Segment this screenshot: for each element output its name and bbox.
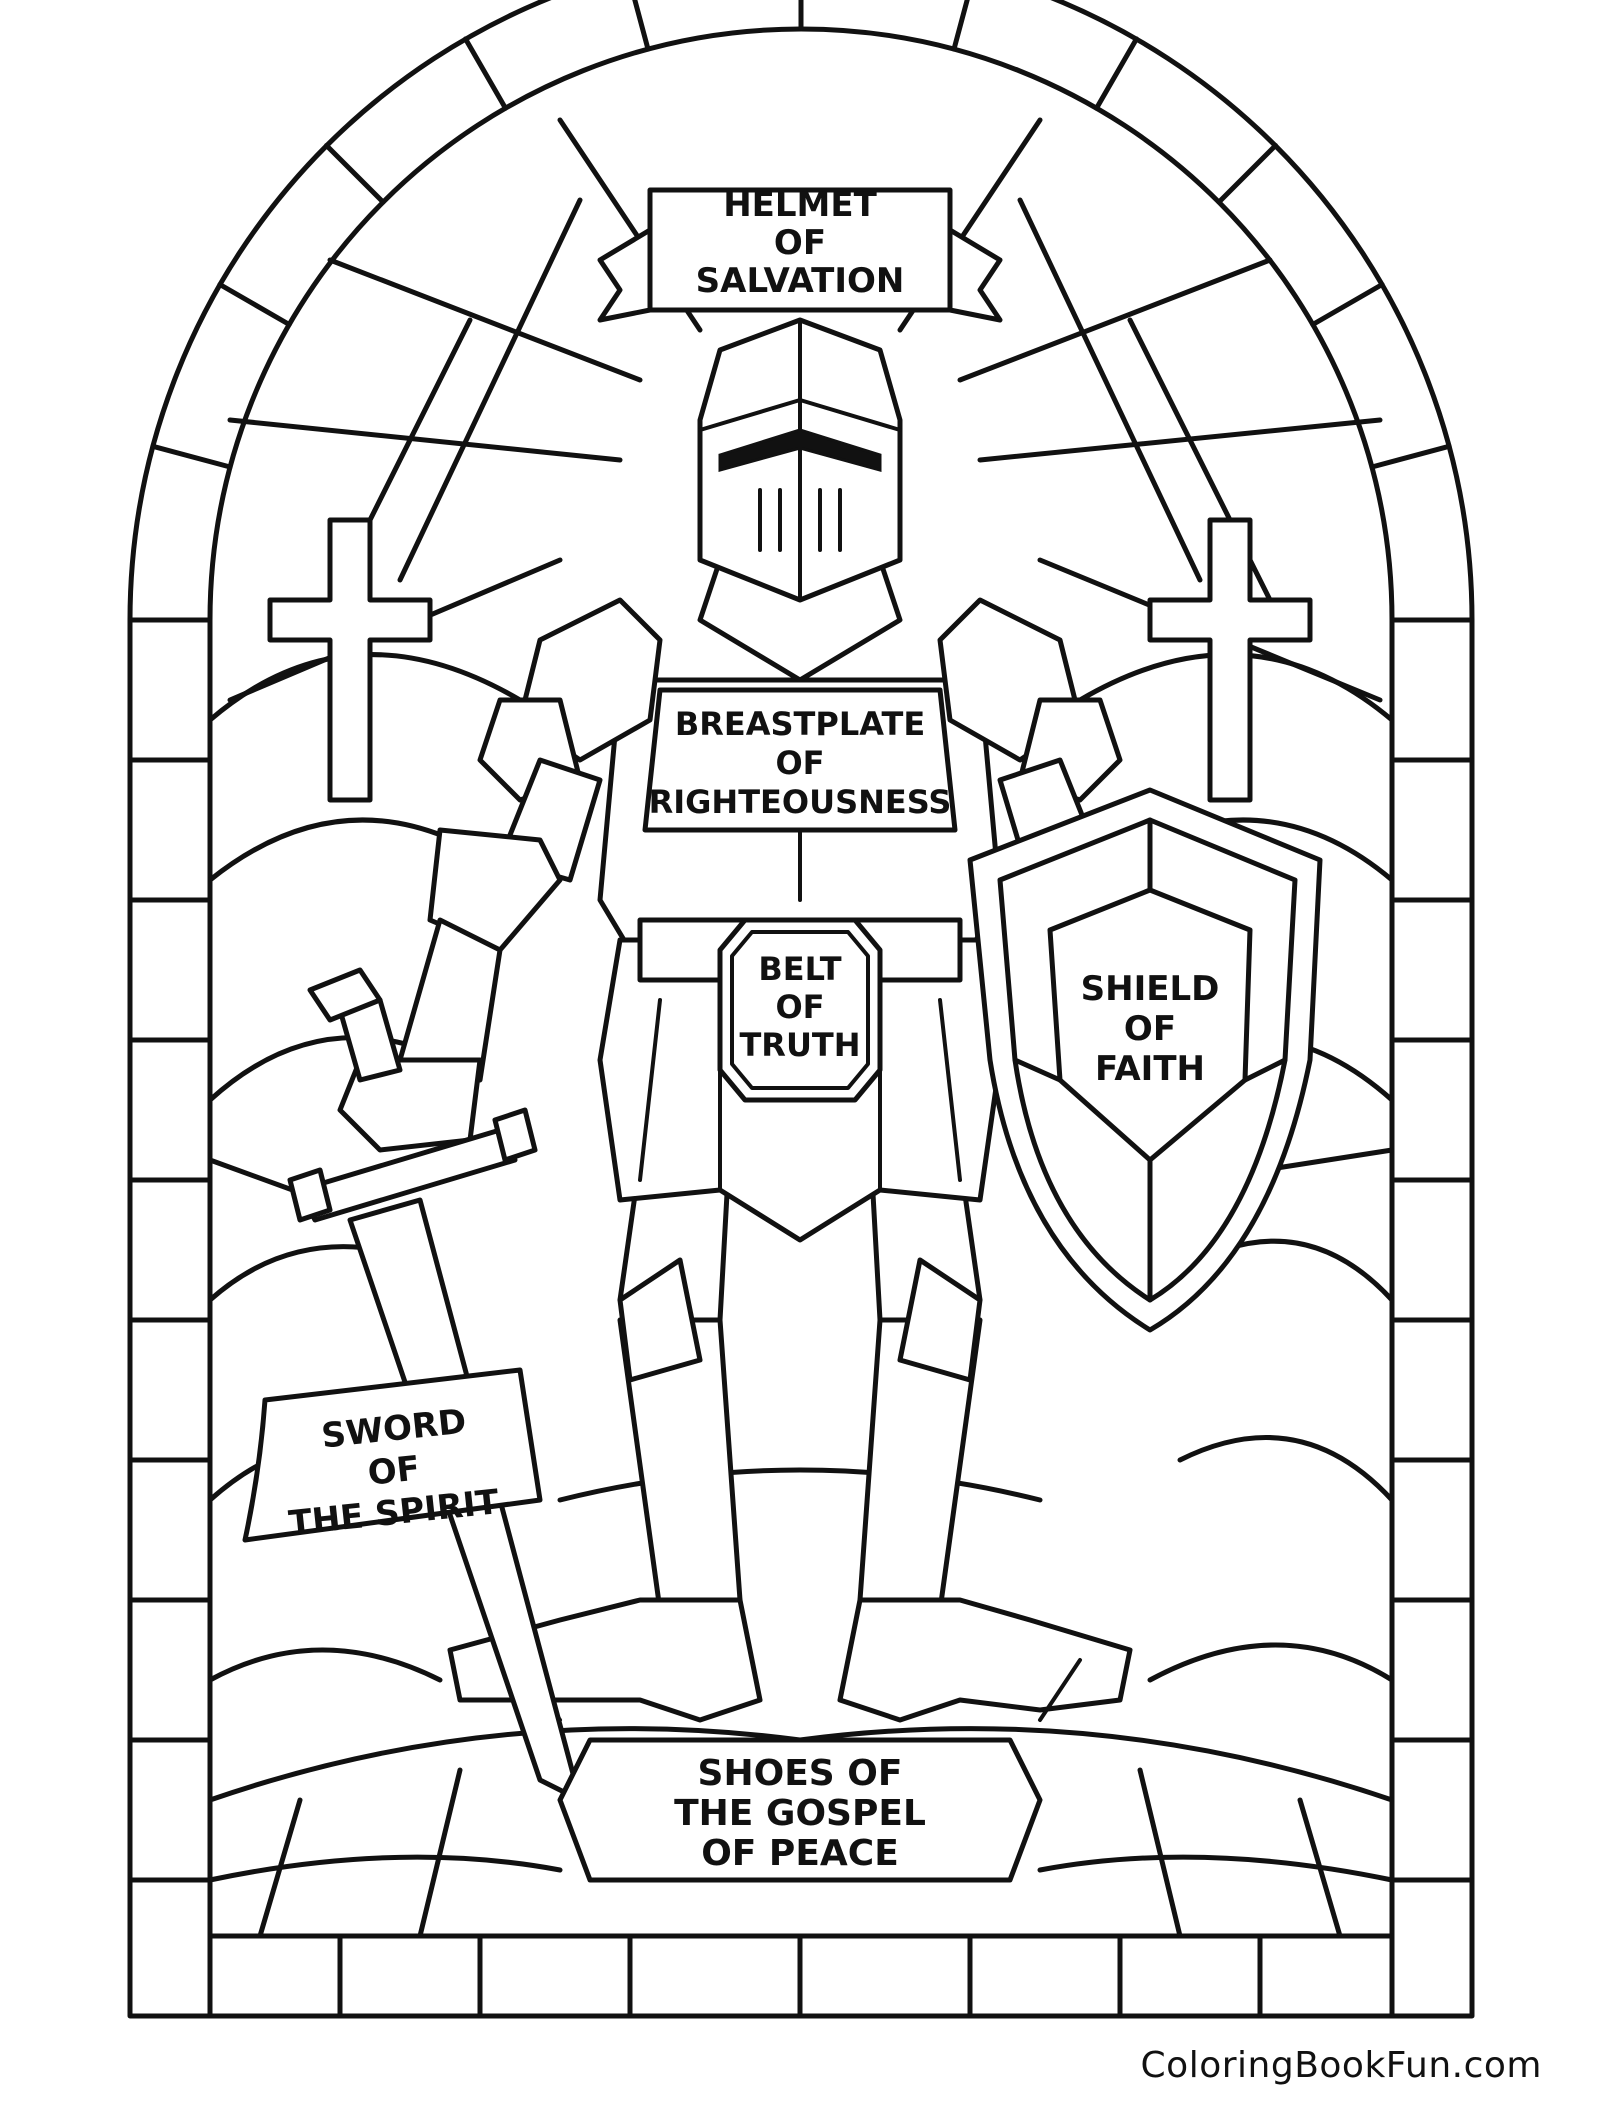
shield-label: SHIELD OF FAITH	[1081, 969, 1220, 1089]
breastplate-label-line3: RIGHTEOUSNESS	[649, 783, 952, 821]
belt-label-buckle: BELT OF TRUTH	[717, 917, 883, 1103]
belt-label-line3: TRUTH	[739, 1026, 860, 1064]
helmet-label-banner: HELMET OF SALVATION	[597, 185, 1003, 323]
breastplate-label-line2: OF	[775, 744, 824, 782]
sword-label-banner: SWORD OF THE SPIRIT	[242, 1367, 543, 1544]
shoes-label-line2: THE GOSPEL	[674, 1793, 926, 1834]
shield-icon	[967, 787, 1323, 1333]
belt-label-line1: BELT	[758, 950, 841, 988]
helmet-label-line3: SALVATION	[696, 261, 905, 301]
shoes-label-line1: SHOES OF	[698, 1753, 903, 1794]
cross-icon-right	[1147, 517, 1313, 803]
cross-icon-left	[267, 517, 433, 803]
belt-label-line2: OF	[775, 988, 824, 1026]
shield-label-line3: FAITH	[1095, 1049, 1205, 1089]
breastplate-label-line1: BREASTPLATE	[675, 705, 925, 743]
helmet-label-line2: OF	[774, 223, 826, 263]
helmet-label-line1: HELMET	[723, 185, 877, 225]
shield-label-line2: OF	[1124, 1009, 1176, 1049]
shield-label-line1: SHIELD	[1081, 969, 1220, 1009]
site-watermark: ColoringBookFun.com	[1140, 2045, 1542, 2086]
window-frame	[127, 0, 1475, 2019]
shoes-label-banner: SHOES OF THE GOSPEL OF PEACE	[557, 1737, 1043, 1883]
shoes-label-line3: OF PEACE	[701, 1833, 899, 1874]
breastplate-label: BREASTPLATE OF RIGHTEOUSNESS	[642, 687, 958, 833]
sword-label-line2: OF	[366, 1448, 422, 1493]
